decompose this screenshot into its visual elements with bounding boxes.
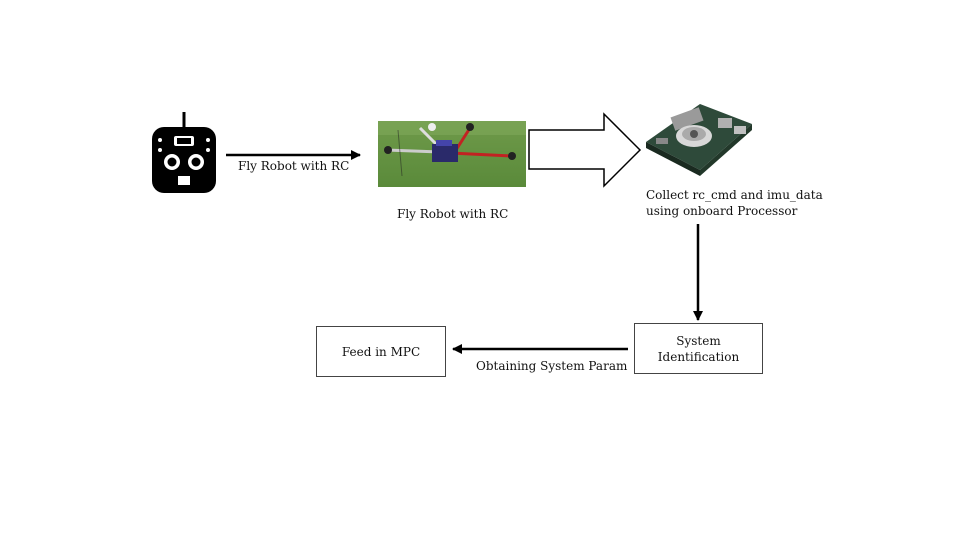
onboard-processor-board: [646, 104, 752, 176]
system-identification-box: System Identification: [634, 323, 763, 374]
quadcopter-photo: [378, 121, 526, 187]
rc-transmitter-icon: [152, 112, 216, 193]
mpc-label: Feed in MPC: [341, 344, 421, 359]
sysid-line1: System: [676, 333, 721, 348]
drone-caption: Fly Robot with RC: [397, 207, 509, 221]
arrow-label-obtaining-param: Obtaining System Param: [476, 359, 628, 373]
hollow-arrow-to-processor: [528, 112, 642, 188]
processor-caption-line2: using onboard Processor: [646, 204, 798, 218]
arrow-label-fly-robot: Fly Robot with RC: [238, 159, 350, 173]
processor-caption-line1: Collect rc_cmd and imu_data: [646, 188, 823, 202]
feed-in-mpc-box: Feed in MPC: [316, 326, 446, 377]
sysid-line2: Identification: [657, 349, 740, 364]
